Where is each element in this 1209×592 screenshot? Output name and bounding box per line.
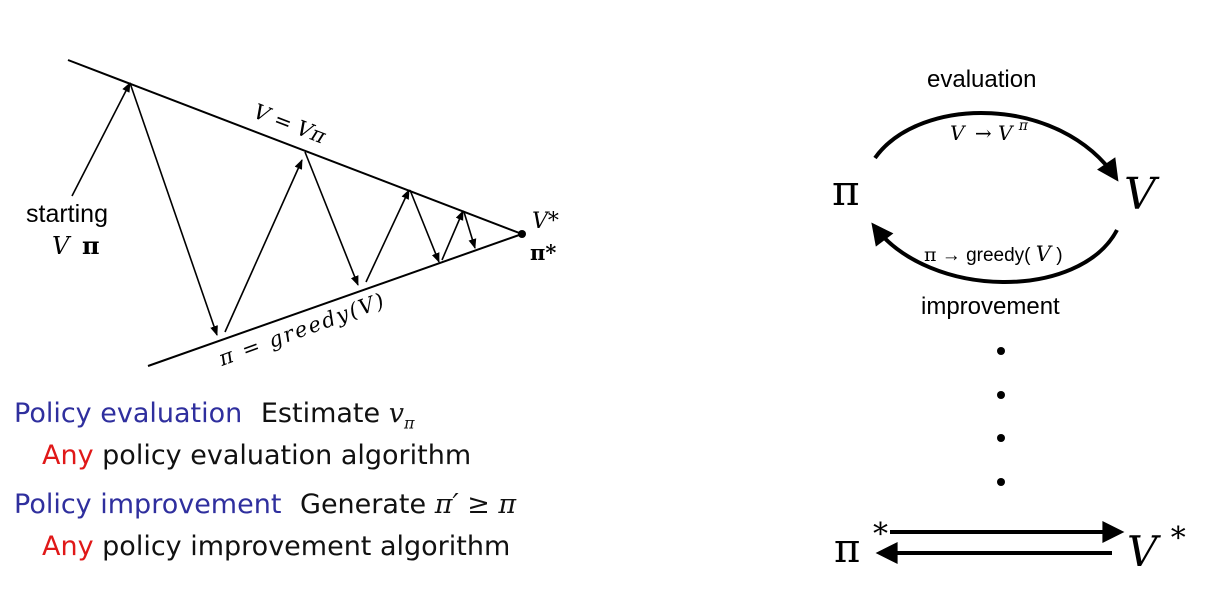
- estimate-text: Estimate: [260, 398, 381, 429]
- zigzag-arrow: [129, 82, 218, 336]
- convergence-diagram: starting V π V = Vπ π = greedy(V) V* π*: [26, 59, 559, 371]
- final-v: V *: [1127, 521, 1186, 576]
- zigzag-arrow: [463, 211, 477, 249]
- estimate-v: v: [388, 398, 404, 429]
- start-label-v: V: [52, 232, 72, 260]
- eval-any: Any: [42, 440, 94, 471]
- estimate-sub: π: [403, 413, 415, 433]
- upper-line-label: V = Vπ: [250, 99, 330, 149]
- policy-evaluation-line: Policy evaluation Estimate vπ: [14, 398, 415, 432]
- continuation-dots: [997, 347, 1005, 486]
- start-label-line1: starting: [26, 200, 108, 228]
- greedy-policy-line: [147, 233, 523, 367]
- zigzag-arrows: [71, 82, 477, 336]
- converge-v-label: V*: [532, 209, 559, 234]
- policy-improvement-line: Policy improvement Generate π′ ≥ π: [14, 489, 516, 520]
- converge-pi-label: π*: [530, 240, 556, 265]
- dot: [997, 478, 1005, 486]
- zigzag-arrow: [224, 159, 303, 333]
- dot: [997, 391, 1005, 399]
- eval-formula: V → V π: [950, 118, 1029, 145]
- zigzag-arrow: [441, 210, 464, 261]
- dot: [997, 347, 1005, 355]
- evaluation-arrow: [873, 111, 1119, 182]
- lower-line-label: π = greedy(V): [215, 288, 389, 371]
- zigzag-arrow: [409, 189, 440, 263]
- start-arrow: [71, 82, 131, 197]
- policy-evaluation-algorithm-line: Any policy evaluation algorithm: [14, 440, 471, 471]
- value-function-line: [67, 59, 523, 235]
- improvement-label: improvement: [921, 293, 1060, 320]
- v-node: V: [1124, 169, 1160, 220]
- impr-any: Any: [42, 531, 94, 562]
- impr-rest: policy improvement algorithm: [102, 531, 511, 562]
- policy-improvement-algorithm-line: Any policy improvement algorithm: [14, 531, 510, 562]
- zigzag-arrow: [365, 189, 410, 283]
- start-label-pi: π: [82, 231, 100, 260]
- convergence-point: [518, 230, 526, 238]
- policy-iteration-cycle: evaluation V → V π π V π → greedy( V ) i…: [832, 66, 1186, 576]
- improve-formula: π → greedy( V ): [924, 242, 1063, 266]
- final-pi: π *: [834, 517, 888, 572]
- eval-rest: policy evaluation algorithm: [102, 440, 472, 471]
- evaluation-label: evaluation: [927, 66, 1036, 93]
- improvement-arrow: [871, 222, 1119, 284]
- generate-formula: π′ ≥ π: [434, 489, 517, 520]
- pi-node: π: [832, 166, 860, 215]
- generate-text: Generate: [300, 489, 427, 520]
- policy-improvement-title: Policy improvement: [14, 489, 282, 520]
- zigzag-arrow: [304, 151, 359, 286]
- dot: [997, 434, 1005, 442]
- policy-evaluation-title: Policy evaluation: [14, 398, 243, 429]
